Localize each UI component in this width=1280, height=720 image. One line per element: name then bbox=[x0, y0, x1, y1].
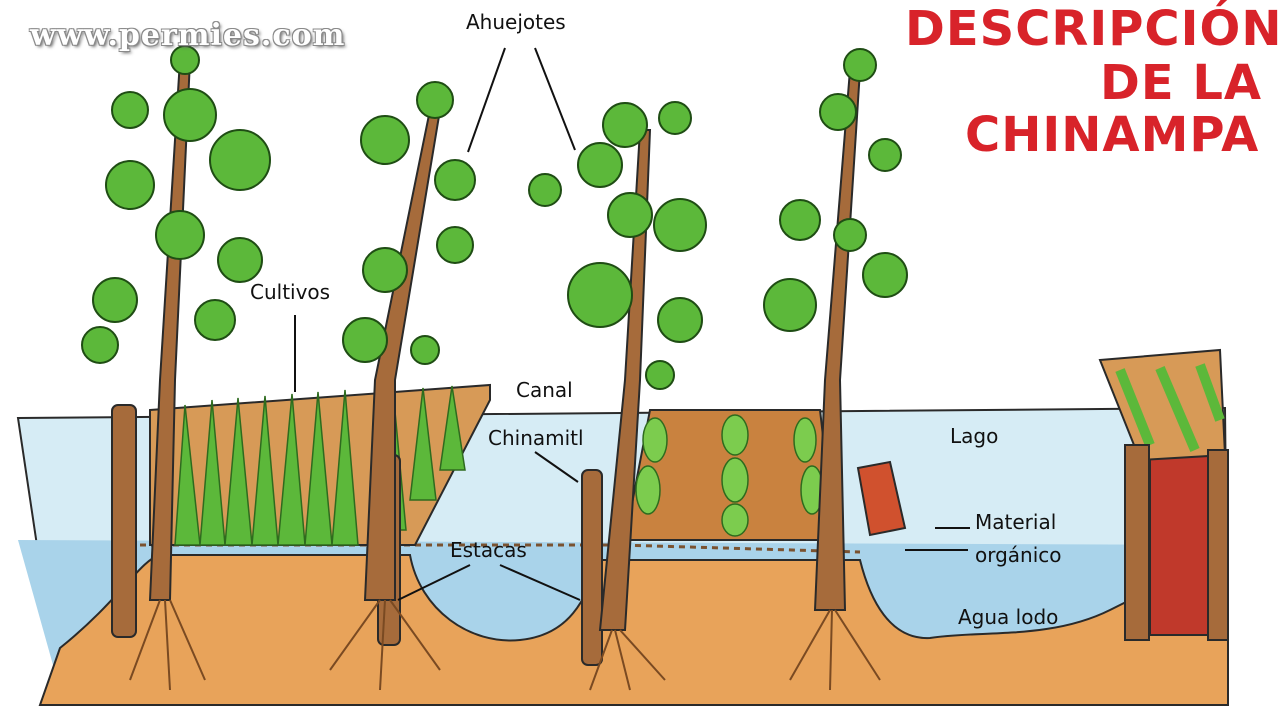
vegetable-rows bbox=[635, 414, 824, 537]
title-line-3: CHINAMPA bbox=[965, 107, 1260, 163]
leader-estacas-left bbox=[397, 564, 471, 601]
label-estacas: Estacas bbox=[450, 538, 527, 562]
label-agua-lodo: Agua lodo bbox=[958, 605, 1059, 629]
leader-chinamitl bbox=[534, 451, 579, 483]
tree-trunk-3 bbox=[598, 129, 652, 631]
foliage bbox=[81, 45, 908, 390]
title-line-2: DE LA bbox=[1100, 55, 1263, 111]
leader-ahuejotes-right bbox=[534, 47, 576, 151]
roots bbox=[129, 599, 881, 691]
label-chinamitl: Chinamitl bbox=[488, 426, 584, 450]
leader-estacas-right bbox=[499, 564, 581, 601]
label-cultivos: Cultivos bbox=[250, 280, 331, 304]
label-organico: orgánico bbox=[975, 543, 1062, 567]
leader-lines bbox=[294, 47, 970, 601]
leader-ahuejotes-left bbox=[467, 47, 506, 153]
canoe bbox=[856, 460, 907, 537]
leader-material bbox=[905, 527, 970, 551]
label-lago: Lago bbox=[950, 424, 999, 448]
right-chinampa bbox=[1098, 348, 1229, 641]
title-line-1: DESCRIPCIÓN bbox=[905, 1, 1280, 57]
label-canal: Canal bbox=[516, 378, 573, 402]
watermark-text: www.permies.com bbox=[30, 18, 346, 53]
label-ahuejotes: Ahuejotes bbox=[466, 10, 566, 34]
label-material: Material bbox=[975, 510, 1057, 534]
